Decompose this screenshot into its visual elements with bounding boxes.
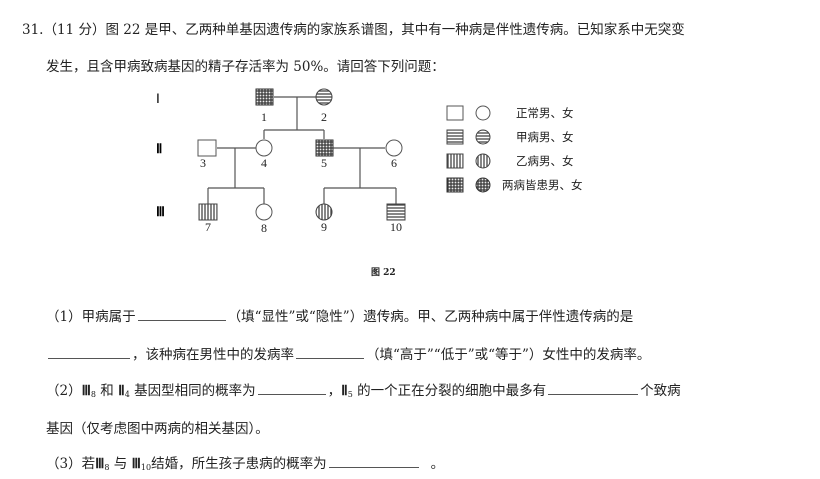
question-stem-line1: 31.（11 分）图 22 是甲、乙两种单基因遗传病的家族系谱图，其中有一种病是…: [22, 22, 685, 38]
individual-8-female-normal: [255, 203, 273, 221]
q1-text-a: （1）甲病属于: [46, 309, 136, 325]
roman-iii-b: Ⅲ: [131, 456, 141, 471]
label-10: 10: [390, 220, 402, 234]
sub-8: 8: [90, 390, 96, 399]
individual-10-male-jia: [386, 203, 406, 221]
legend-normal-female-icon: [475, 105, 491, 121]
generation-label-3: Ⅲ: [156, 204, 165, 219]
q2-text-a: （2）: [46, 383, 82, 399]
label-8: 8: [261, 221, 267, 235]
individual-6-female-normal: [385, 139, 403, 157]
label-7: 7: [205, 220, 211, 234]
legend-label-jia: 甲病男、女: [516, 130, 574, 144]
q3-period: 。: [430, 456, 445, 472]
q1-text-d: （填“高于”“低于”或“等于”）女性中的发病率。: [366, 347, 651, 363]
sub-10: 10: [140, 463, 152, 472]
individual-5-male-both: [315, 139, 334, 157]
legend-yi-female-icon: [475, 153, 491, 169]
legend-both-female-icon: [475, 177, 491, 193]
roman-ii: Ⅱ: [118, 383, 125, 398]
individual-3-male-normal: [197, 139, 217, 157]
q1-line2: ，该种病在男性中的发病率 （填“高于”“低于”或“等于”）女性中的发病率。: [46, 343, 650, 363]
q2-line2: 基因（仅考虑图中两病的相关基因）。: [46, 421, 269, 437]
figure-caption: 图 22: [371, 268, 396, 278]
legend-label-normal: 正常男、女: [516, 106, 574, 120]
individual-2-female-jia: [315, 88, 333, 106]
q2-blank-1[interactable]: [257, 393, 326, 395]
q3-blank[interactable]: [328, 466, 419, 468]
q3-with: 与: [109, 456, 132, 472]
roman-ii-b: Ⅱ: [341, 383, 348, 398]
label-5: 5: [321, 156, 327, 170]
generation-label-2: Ⅱ: [156, 141, 162, 156]
q1-blank-3[interactable]: [296, 357, 364, 359]
individual-7-male-yi: [198, 203, 218, 221]
q2-line1: （2）Ⅲ8 和 Ⅱ4 基因型相同的概率为，Ⅱ5 的一个正在分裂的细胞中最多有个致…: [46, 379, 681, 399]
sub-4: 4: [124, 390, 130, 399]
legend-label-yi: 乙病男、女: [516, 154, 574, 168]
label-9: 9: [321, 220, 327, 234]
pedigree-chart: Ⅰ Ⅱ Ⅲ 1 2 3 4 5 6 7 8: [156, 88, 491, 235]
q1-line1: （1）甲病属于 （填“显性”或“隐性”）遗传病。甲、乙两种病中属于伴性遗传病的是: [46, 305, 633, 325]
q2-comma: ，: [327, 383, 342, 399]
q2-text-e: 个致病: [640, 383, 681, 399]
q2-blank-2[interactable]: [548, 393, 639, 395]
label-6: 6: [391, 156, 397, 170]
q1-blank-2[interactable]: [48, 357, 130, 359]
roman-iii: Ⅲ: [81, 383, 91, 398]
roman-iii: Ⅲ: [95, 456, 105, 471]
individual-9-female-yi: [315, 203, 333, 221]
legend-jia-male-icon: [446, 129, 464, 145]
q2-text-b: 基因型相同的概率为: [129, 383, 256, 399]
legend-jia-female-icon: [475, 129, 491, 145]
q3-text-b: 结婚，所生孩子患病的概率为: [151, 456, 327, 472]
label-2: 2: [321, 110, 327, 124]
q3-line: （3）若Ⅲ8 与 Ⅲ10结婚，所生孩子患病的概率为。: [46, 452, 444, 472]
sub-5: 5: [347, 390, 353, 399]
generation-label-1: Ⅰ: [156, 91, 160, 106]
q1-blank-1[interactable]: [137, 319, 226, 321]
q1-text-b: （填“显性”或“隐性”）遗传病。甲、乙两种病中属于伴性遗传病的是: [227, 309, 634, 325]
question-stem-line2: 发生，且含甲病致病基因的精子存活率为 50%。请回答下列问题：: [46, 59, 445, 75]
q3-text-a: （3）若: [46, 456, 96, 472]
q1-text-c: ，该种病在男性中的发病率: [132, 347, 294, 363]
legend-yi-male-icon: [446, 153, 464, 169]
legend-label-both: 两病皆患男、女: [502, 178, 583, 192]
label-4: 4: [261, 156, 267, 170]
legend-normal-male-icon: [446, 105, 464, 121]
q2-and: 和: [96, 383, 119, 399]
individual-1-male-both: [255, 88, 274, 106]
individual-4-female-normal: [255, 139, 273, 157]
sub-8: 8: [104, 463, 110, 472]
label-1: 1: [261, 110, 267, 124]
legend-both-male-icon: [446, 177, 464, 193]
label-3: 3: [200, 156, 206, 170]
q2-text-d: 的一个正在分裂的细胞中最多有: [352, 383, 547, 399]
